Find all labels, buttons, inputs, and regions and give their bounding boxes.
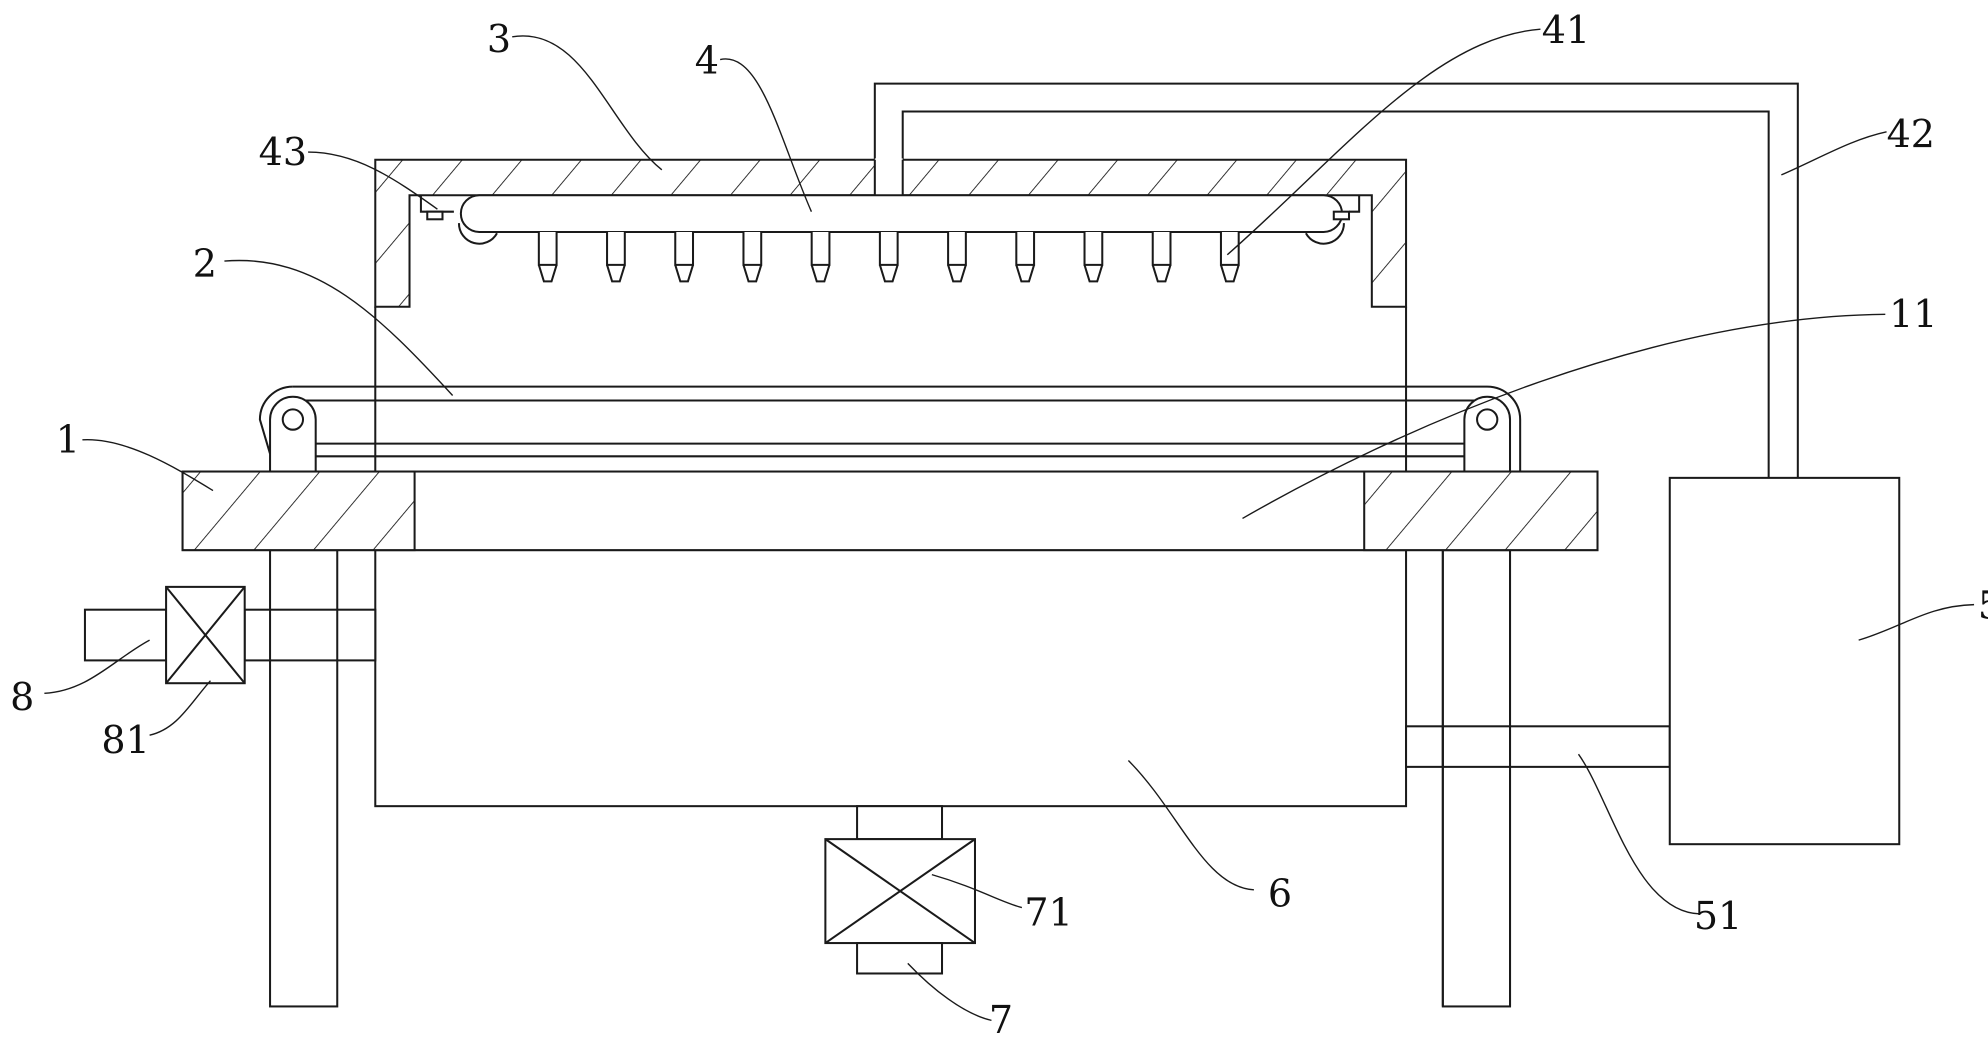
- reference-labels: 3 4 41 42 43 2 11 1 5 8 81 6 71 51 7: [10, 8, 1988, 1042]
- label-5: 5: [1978, 584, 1988, 628]
- nozzle: [606, 231, 626, 283]
- label-2: 2: [193, 241, 217, 285]
- nozzle: [537, 231, 558, 283]
- base-frame: [181, 470, 1599, 552]
- spray-pipe[interactable]: [459, 194, 1343, 233]
- drain-pipe: [856, 942, 944, 975]
- roller-left[interactable]: [281, 408, 305, 431]
- nozzle: [1015, 231, 1036, 283]
- frame-right-block: [1363, 470, 1599, 552]
- inlet-pipe-segment: [243, 608, 377, 662]
- nozzle: [742, 231, 763, 283]
- right-leg: [1441, 549, 1512, 1008]
- label-51: 51: [1694, 894, 1742, 938]
- label-11: 11: [1889, 292, 1937, 336]
- collection-tank: [374, 549, 1408, 808]
- drain-assembly: [824, 805, 976, 975]
- label-8: 8: [10, 675, 34, 719]
- roller-right[interactable]: [1476, 408, 1499, 431]
- nozzle: [1151, 231, 1172, 283]
- label-42: 42: [1887, 112, 1935, 156]
- nozzle: [674, 231, 695, 283]
- label-71: 71: [1024, 890, 1072, 934]
- nozzle: [878, 231, 899, 283]
- label-43: 43: [259, 130, 307, 174]
- supply-pipe: [873, 82, 1799, 478]
- label-6: 6: [1268, 871, 1292, 915]
- label-1: 1: [56, 418, 80, 462]
- label-81: 81: [101, 718, 149, 762]
- roller-bracket-right: [1463, 395, 1512, 472]
- conveyor-belt: [258, 385, 1522, 472]
- return-pipe: [1405, 725, 1671, 768]
- inlet-pipe-assembly: [83, 585, 377, 685]
- label-41: 41: [1542, 8, 1590, 52]
- roller-bracket-left: [269, 395, 317, 472]
- nozzle-row: [537, 231, 1240, 283]
- inlet-pipe: [83, 608, 168, 662]
- nozzle: [810, 231, 831, 283]
- label-7: 7: [989, 998, 1013, 1042]
- pump-tank: [1668, 476, 1901, 846]
- pipe-clamp-left: [419, 195, 498, 245]
- label-3: 3: [487, 17, 511, 61]
- label-4: 4: [695, 39, 719, 83]
- nozzle: [1219, 231, 1240, 283]
- drain-pipe-top: [856, 805, 944, 841]
- frame-left-block: [181, 470, 416, 552]
- pipe-clamp-right: [1305, 195, 1361, 245]
- nozzle: [1083, 231, 1104, 283]
- nozzle: [947, 231, 967, 283]
- leader-lines: [44, 28, 1975, 1022]
